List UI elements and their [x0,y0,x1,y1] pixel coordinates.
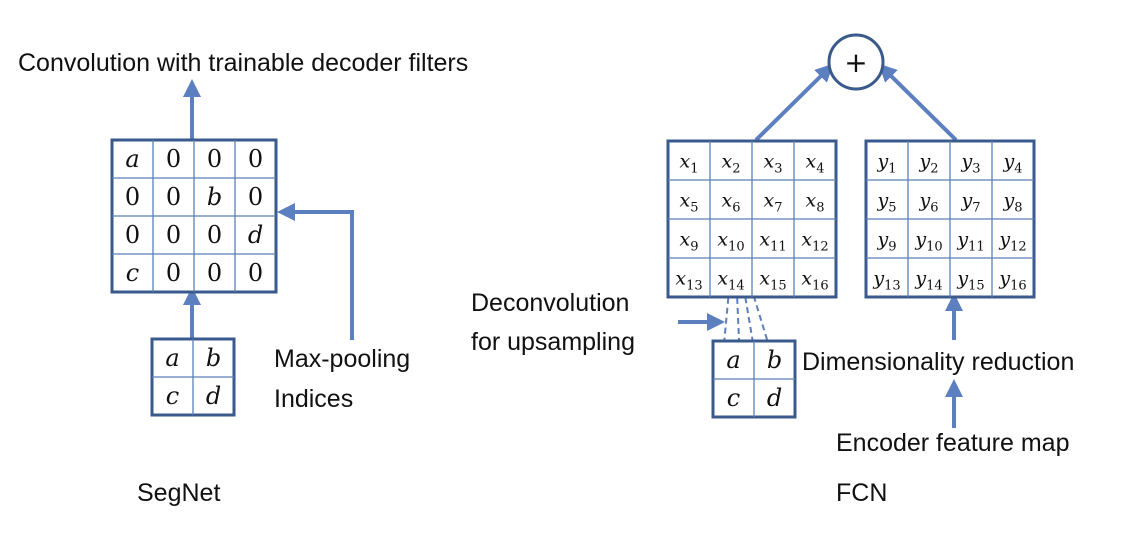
grid-cell: x3 [764,151,783,177]
grid-cell: c [126,259,139,287]
grid-cell: y11 [956,229,984,255]
grid-cell: 0 [207,145,222,173]
grid-cell: y5 [876,190,896,216]
segnet-indices-arrow [277,203,354,340]
grid-cell: y15 [956,268,984,294]
grid-cell: x12 [801,229,828,255]
grid-cell: b [206,344,221,372]
grid-cell: y3 [960,151,980,177]
grid-cell: 0 [166,221,181,249]
grid-cell: d [248,221,263,249]
grid-cell: y10 [914,229,942,255]
grid-cell: x16 [801,268,828,294]
grid-cell: y13 [872,268,900,294]
grid-cell: 0 [166,145,181,173]
grid-cell: x4 [806,151,825,177]
fcn-y-grid: y1 y2 y3 y4 y5 y6 y7 y8 y9 y10 y11 y12 y13 y14 y15 y16 [864,139,1036,299]
fcn-dim-label: Dimensionality reduction [802,348,1075,376]
grid-cell: x13 [675,268,702,294]
segnet-side-label-2: Indices [274,385,354,413]
grid-cell: y6 [918,190,938,216]
grid-cell: x6 [722,190,741,216]
fcn-x-to-plus-arrow [754,63,834,142]
fcn-y-to-plus-arrow [878,63,958,142]
grid-cell: d [206,382,221,410]
grid-cell: 0 [166,259,181,287]
grid-cell: c [166,382,179,410]
fcn-x-grid: x1 x2 x3 x4 x5 x6 x7 x8 x9 x10 x11 x12 x13 x14 x15 x16 [666,139,838,299]
grid-cell: 0 [125,221,140,249]
segnet-side-label-1: Max-pooling [274,345,411,373]
segnet-title: SegNet [137,479,221,507]
grid-cell: d [767,384,782,412]
grid-cell: 0 [207,259,222,287]
grid-cell: 0 [125,183,140,211]
fcn-deconv-label-2: for upsampling [471,328,635,356]
grid-cell: a [165,344,179,372]
grid-cell: x2 [722,151,741,177]
grid-cell: b [207,183,222,211]
grid-cell: y12 [998,229,1026,255]
grid-cell: 0 [207,221,222,249]
grid-cell: y7 [960,190,980,216]
grid-cell: x8 [806,190,825,216]
grid-cell: c [727,384,740,412]
grid-cell: x1 [680,151,699,177]
grid-cell: a [125,145,139,173]
sum-circle [827,33,885,91]
grid-cell: 0 [248,145,263,173]
grid-cell: x14 [717,268,744,294]
fcn-deconv-label-1: Deconvolution [471,289,630,317]
plus-symbol: + [844,46,867,79]
grid-cell: x5 [680,190,699,216]
grid-cell: y16 [998,268,1026,294]
grid-cell: y8 [1002,190,1022,216]
grid-cell: y4 [1002,151,1022,177]
grid-cell: a [726,346,740,374]
grid-cell: y14 [914,268,942,294]
grid-cell: 0 [248,259,263,287]
grid-cell: x10 [717,229,744,255]
grid-cell: y1 [876,151,896,177]
grid-cell: 0 [248,183,263,211]
segnet-top-label: Convolution with trainable decoder filte… [18,49,469,77]
fcn-encoder-label: Encoder feature map [836,429,1070,457]
fcn-title: FCN [836,479,888,507]
grid-cell: y2 [918,151,938,177]
grid-cell: x11 [759,229,786,255]
grid-cell: x15 [759,268,786,294]
grid-cell: x7 [764,190,783,216]
grid-cell: 0 [166,183,181,211]
grid-cell: b [767,346,782,374]
grid-cell: y9 [876,229,896,255]
grid-cell: x9 [680,229,699,255]
